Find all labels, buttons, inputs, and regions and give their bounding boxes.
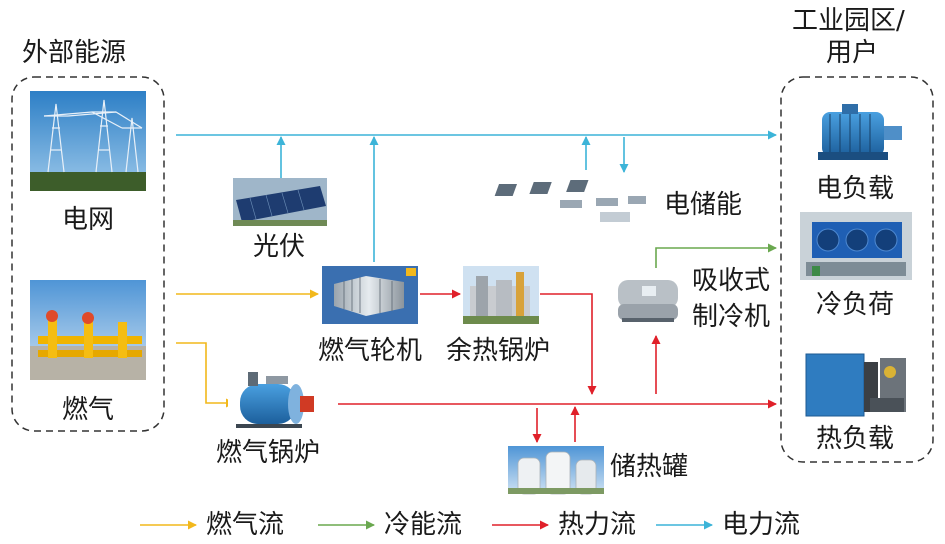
electric-motor-photo [802, 98, 912, 168]
cooling-unit-photo [800, 212, 912, 280]
legend-heat-label: 热力流 [558, 510, 637, 540]
waste-heat-boiler-photo [463, 266, 539, 324]
cooling-load-label: 冷负荷 [816, 290, 895, 320]
heat-flow-lines [338, 289, 777, 443]
industrial-park-title-line2: 用户 [826, 38, 879, 68]
battery-label: 电储能 [664, 190, 743, 220]
absorption-chiller-photo [610, 270, 684, 328]
industrial-park-title-line1: 工业园区/ [792, 6, 905, 36]
pv-label: 光伏 [253, 232, 306, 262]
power-flow-lines [176, 130, 777, 262]
grid-label: 电网 [62, 205, 115, 235]
gas-to-boiler-arrow [176, 342, 235, 408]
heat-tank-label: 储热罐 [610, 452, 689, 482]
gas-label: 燃气 [62, 395, 115, 425]
chiller-to-cooling-load-arrow [655, 243, 777, 268]
gas-boiler-photo [228, 364, 324, 432]
heat-exchanger-photo [800, 348, 912, 420]
legend-power-label: 电力流 [722, 510, 801, 540]
absorption-chiller-label-line2: 制冷机 [692, 302, 771, 332]
absorption-chiller-label-line1: 吸收式 [692, 266, 771, 296]
external-energy-title: 外部能源 [22, 38, 127, 68]
gas-pipeline-photo [30, 280, 146, 380]
electric-load-label: 电负载 [816, 174, 895, 204]
gas-flow-lines [176, 289, 319, 408]
power-grid-photo [30, 91, 146, 191]
gas-boiler-label: 燃气锅炉 [216, 438, 321, 468]
external-energy-group-box [11, 76, 165, 432]
cold-flow-lines [655, 243, 777, 268]
heat-load-label: 热负载 [816, 424, 895, 454]
legend-gas-label: 燃气流 [206, 510, 285, 540]
battery-storage-photo [494, 174, 652, 228]
gas-turbine-photo [322, 266, 418, 324]
waste-heat-boiler-down-arrow [540, 293, 597, 395]
gas-turbine-label: 燃气轮机 [318, 336, 423, 366]
heat-storage-tank-photo [508, 446, 604, 495]
legend-cold-label: 冷能流 [384, 510, 463, 540]
solar-panel-photo [233, 178, 327, 226]
industrial-park-group-box [780, 76, 934, 463]
waste-heat-boiler-label: 余热锅炉 [446, 336, 551, 366]
